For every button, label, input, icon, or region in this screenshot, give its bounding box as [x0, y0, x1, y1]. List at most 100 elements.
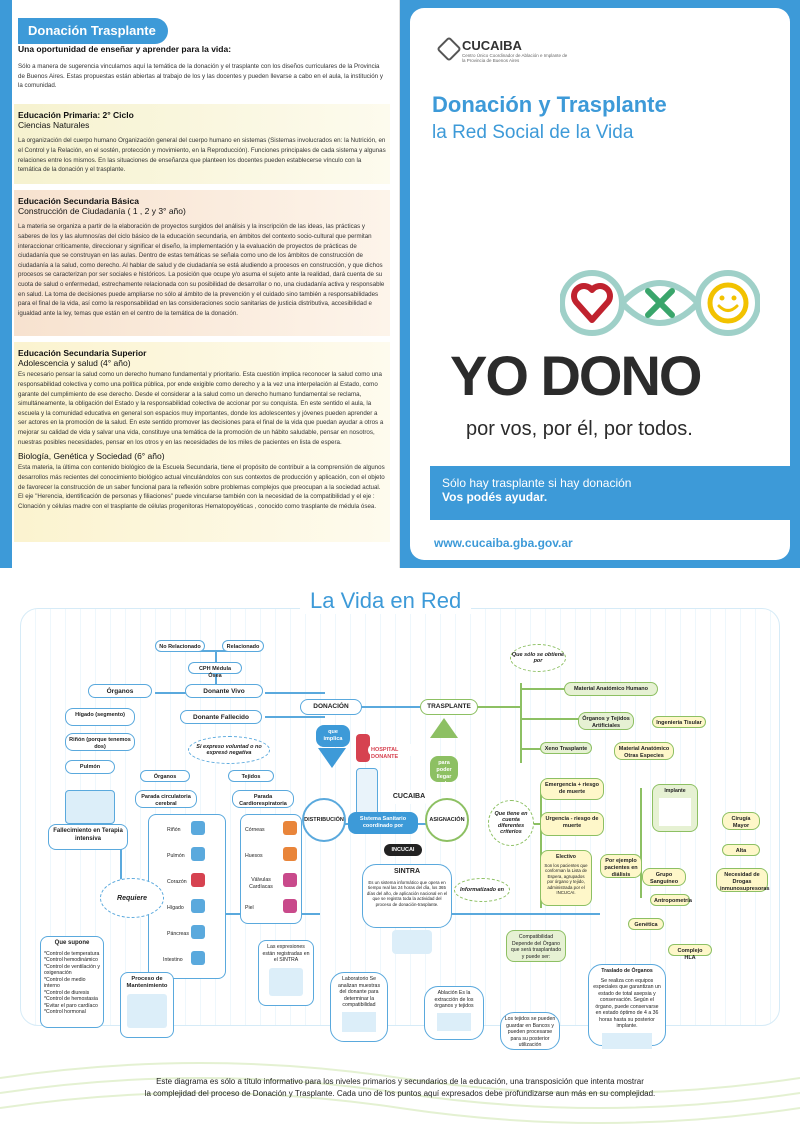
connector [265, 692, 325, 694]
node-que-solo: Que sólo se obtiene por [510, 644, 566, 672]
footer-line-2: la complejidad del proceso de Donación y… [144, 1089, 656, 1098]
superior-title: Educación Secundaria Superior [18, 348, 147, 358]
node-que-tiene: Que tiene en cuenta diferentes criterios [488, 800, 534, 846]
node-genetica: Genética [628, 918, 664, 930]
curriculum-panel: Donación Trasplante Una oportunidad de e… [0, 0, 400, 568]
superior-text: Es necesario pensar la salud como un der… [18, 371, 384, 446]
node-expresiones: Las expresiones están registradas en el … [258, 940, 314, 1006]
section-tag: Donación Trasplante [18, 18, 168, 44]
connector [520, 683, 522, 763]
connector [360, 706, 420, 708]
node-parada-cardio: Parada Cardiorespiratoria [232, 790, 294, 808]
primaria-block: Educación Primaria: 2° Ciclo Ciencias Na… [14, 104, 390, 184]
node-alta: Alta [722, 844, 760, 856]
node-material: Material Anatómico Humano [564, 682, 658, 696]
node-higado: Hígado (segmento) [65, 708, 135, 726]
node-requiere: Requiere [100, 878, 164, 918]
node-que-implica: que implica [316, 725, 350, 747]
node-traslado: Traslado de Órganos Se realiza con equip… [588, 964, 666, 1049]
intro-text: Sólo a manera de sugerencia vinculamos a… [18, 63, 383, 90]
proceso-title: Proceso de Mantenimiento [126, 976, 168, 990]
organ-pancreas: Páncreas [167, 931, 189, 937]
heart-x-smile-icon [560, 270, 760, 336]
node-ablacion: Ablación Es la extracción de los órganos… [424, 986, 484, 1040]
supone-item: *Control de hemostasia [44, 996, 98, 1002]
node-rinon: Riñón (porque tenemos dos) [65, 733, 135, 751]
organ-rinon: Riñón [167, 827, 181, 833]
node-los-tejidos: Los tejidos se pueden guardar en Bancos … [500, 1012, 560, 1050]
node-informatizado: Informatizado en [454, 878, 510, 902]
supone-item: *Evitar el paro cardíaco [44, 1002, 98, 1009]
node-urgencia: Urgencia - riesgo de muerte [540, 812, 604, 836]
connector [120, 833, 122, 913]
connector [400, 913, 600, 915]
skin-icon [283, 899, 297, 913]
node-parada-circulatoria: Parada circulatoria cerebral [135, 790, 197, 808]
connector [540, 788, 542, 908]
up-arrow-icon [430, 718, 458, 738]
node-complejo: Complejo HLA [668, 944, 712, 961]
intro-block: Una oportunidad de enseñar y aprender pa… [14, 44, 390, 95]
diagram-title: La Vida en Red [300, 588, 472, 614]
valve-icon [283, 873, 297, 887]
operator-icon [392, 930, 432, 954]
sintra-title: SINTRA [393, 868, 421, 875]
basica-subtitle: Construcción de Ciudadanía ( 1 , 2 y 3° … [18, 206, 186, 217]
bio-text: Esta materia, la última con contenido bi… [18, 464, 385, 510]
incucai-label: INCUCAI [384, 844, 422, 856]
expresiones-text: Las expresiones están registradas en el … [262, 944, 310, 963]
cta-line-2: Vos podés ayudar. [442, 490, 548, 504]
icu-monitor-icon [65, 790, 115, 824]
node-relacionado: Relacionado [222, 640, 264, 652]
website-link[interactable]: www.cucaiba.gba.gov.ar [434, 536, 573, 550]
node-proceso: Proceso de Mantenimiento [120, 972, 174, 1038]
organ-higado: Hígado [167, 905, 184, 911]
cucaiba-mark-icon [436, 36, 462, 62]
basica-text: La materia se organiza a partir de la el… [18, 223, 385, 317]
node-compatibilidad: Compatibilidad Depende del Órgano que se… [506, 930, 566, 962]
sintra-text: Es un sistema informático que opera en t… [366, 879, 448, 907]
node-distribucion: DISTRIBUCIÓN [302, 798, 346, 842]
organ-pulmon: Pulmón [167, 853, 185, 859]
node-donante-vivo: Donante Vivo [185, 684, 263, 698]
node-asignacion: ASIGNACIÓN [425, 798, 469, 842]
traslado-text: Se realiza con equipos especiales que ga… [593, 977, 661, 1030]
tissue-valvulas: Válvulas Cardíacas [249, 877, 273, 890]
node-donante-fallecido: Donante Fallecido [180, 710, 262, 724]
organ-intestino: Intestino [163, 957, 183, 963]
node-org-tejidos: Órganos y Tejidos Artificiales [578, 712, 634, 730]
liver-icon [191, 899, 205, 913]
supone-item: *Control de diuresis [44, 989, 90, 996]
superior-subtitle: Adolescencia y salud (4° año) [18, 358, 131, 369]
tissue-corneas: Córneas [245, 827, 265, 833]
node-trasplante: TRASPLANTE [420, 699, 478, 715]
basica-title: Educación Secundaria Básica [18, 196, 139, 206]
node-si-expreso: Si expreso voluntad o no expresó negativ… [188, 736, 270, 764]
node-que-supone: Que supone *Control de temperatura *Cont… [40, 936, 104, 1028]
node-necesidad: Necesidad de Drogas inmunosupresoras [716, 868, 770, 892]
primaria-subtitle: Ciencias Naturales [18, 120, 90, 131]
down-arrow-icon [318, 748, 346, 768]
bio-title: Biología, Genética y Sociedad (6° año) [18, 451, 165, 462]
transport-icon [602, 1032, 652, 1049]
node-pulmon: Pulmón [65, 760, 115, 774]
node-ing-tisular: Ingeniería Tisular [652, 716, 706, 728]
hospital-label: HOSPITAL DONANTE [368, 744, 420, 760]
intestine-icon [191, 951, 205, 965]
maintenance-icon [127, 994, 167, 1029]
connector [265, 716, 325, 718]
node-electivo: Electivo Son los pacientes que conforman… [540, 850, 592, 906]
node-para-poder: para poder llegar al [430, 756, 458, 787]
laboratorio-text: Laboratorio Se analizan muestras del don… [337, 976, 381, 1008]
pancreas-icon [191, 925, 205, 939]
cucaiba-logo: CUCAIBA Centro Único Coordinador de Abla… [436, 36, 572, 63]
curriculum-content: Donación Trasplante Una oportunidad de e… [14, 0, 394, 568]
node-laboratorio: Laboratorio Se analizan muestras del don… [330, 972, 388, 1042]
implante-title: Implante [664, 788, 686, 794]
kidney-icon [191, 821, 205, 835]
cover-panel: CUCAIBA Centro Único Coordinador de Abla… [400, 0, 800, 568]
basica-block: Educación Secundaria Básica Construcción… [14, 190, 390, 336]
cover-card: CUCAIBA Centro Único Coordinador de Abla… [410, 8, 790, 560]
node-no-relacionado: No Relacionado [155, 640, 205, 652]
tissue-huesos: Huesos [245, 853, 263, 859]
